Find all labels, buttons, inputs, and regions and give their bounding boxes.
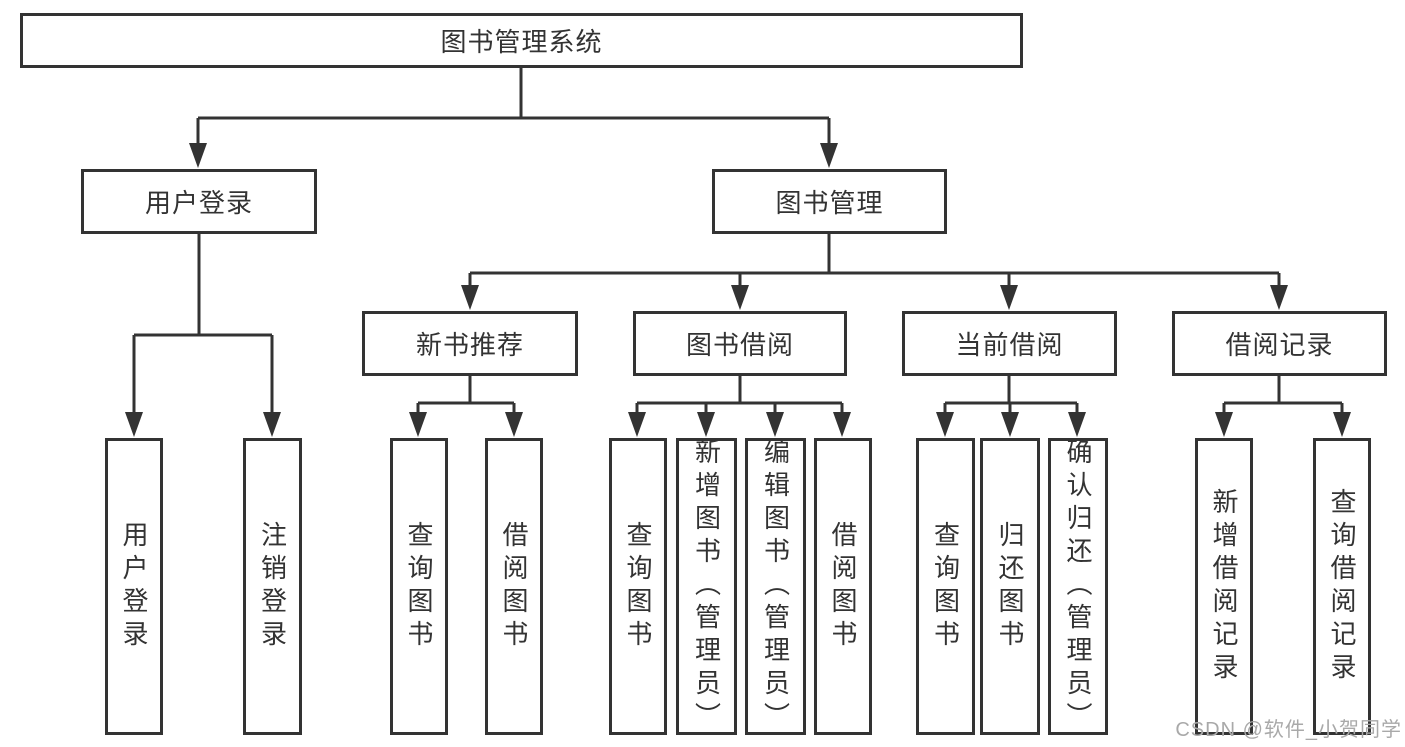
node-user-login: 用户登录 bbox=[81, 169, 317, 234]
leaf-bb-edit-books-admin: 编辑图书（管理员） bbox=[745, 438, 806, 735]
watermark-csdn: CSDN @软件_小贺同学 bbox=[1175, 719, 1402, 741]
node-new-book-recommend-label: 新书推荐 bbox=[415, 330, 524, 360]
leaf-nb-query-books-label: 查询图书 bbox=[404, 520, 434, 653]
leaf-logout: 注销登录 bbox=[243, 438, 302, 735]
node-user-login-label: 用户登录 bbox=[144, 188, 253, 218]
leaf-cb-return-books-label: 归还图书 bbox=[995, 520, 1025, 653]
leaf-bb-add-books-admin: 新增图书（管理员） bbox=[676, 438, 737, 735]
leaf-cb-return-books: 归还图书 bbox=[980, 438, 1040, 735]
leaf-br-query-record: 查询借阅记录 bbox=[1313, 438, 1371, 735]
leaf-br-query-record-label: 查询借阅记录 bbox=[1327, 487, 1357, 686]
leaf-bb-add-books-admin-label: 新增图书（管理员） bbox=[691, 438, 722, 735]
leaf-br-add-record: 新增借阅记录 bbox=[1195, 438, 1253, 735]
leaf-bb-borrow-books: 借阅图书 bbox=[814, 438, 872, 735]
node-root-label: 图书管理系统 bbox=[440, 27, 603, 57]
node-borrow-records-label: 借阅记录 bbox=[1225, 330, 1334, 360]
leaf-user-login: 用户登录 bbox=[105, 438, 163, 735]
leaf-bb-borrow-books-label: 借阅图书 bbox=[828, 520, 858, 653]
node-root: 图书管理系统 bbox=[20, 13, 1023, 68]
leaf-logout-label: 注销登录 bbox=[257, 520, 288, 653]
node-book-management-label: 图书管理 bbox=[775, 188, 884, 218]
leaf-bb-query-books: 查询图书 bbox=[609, 438, 667, 735]
node-book-management: 图书管理 bbox=[712, 169, 947, 234]
leaf-cb-confirm-return-admin-label: 确认归还（管理员） bbox=[1063, 438, 1093, 735]
leaf-cb-query-books-label: 查询图书 bbox=[930, 520, 961, 653]
leaf-nb-borrow-books: 借阅图书 bbox=[485, 438, 543, 735]
node-new-book-recommend: 新书推荐 bbox=[362, 311, 578, 376]
leaf-br-add-record-label: 新增借阅记录 bbox=[1209, 487, 1239, 686]
leaf-bb-query-books-label: 查询图书 bbox=[623, 520, 653, 653]
node-book-borrowing: 图书借阅 bbox=[633, 311, 847, 376]
node-book-borrowing-label: 图书借阅 bbox=[685, 330, 794, 360]
leaf-nb-borrow-books-label: 借阅图书 bbox=[499, 520, 529, 653]
leaf-user-login-label: 用户登录 bbox=[119, 520, 149, 653]
leaf-nb-query-books: 查询图书 bbox=[390, 438, 448, 735]
node-borrow-records: 借阅记录 bbox=[1172, 311, 1387, 376]
leaf-cb-confirm-return-admin: 确认归还（管理员） bbox=[1048, 438, 1108, 735]
node-current-borrowing: 当前借阅 bbox=[902, 311, 1117, 376]
leaf-bb-edit-books-admin-label: 编辑图书（管理员） bbox=[760, 438, 791, 735]
node-current-borrowing-label: 当前借阅 bbox=[955, 330, 1064, 360]
leaf-cb-query-books: 查询图书 bbox=[916, 438, 975, 735]
arrowheads bbox=[125, 143, 1351, 437]
